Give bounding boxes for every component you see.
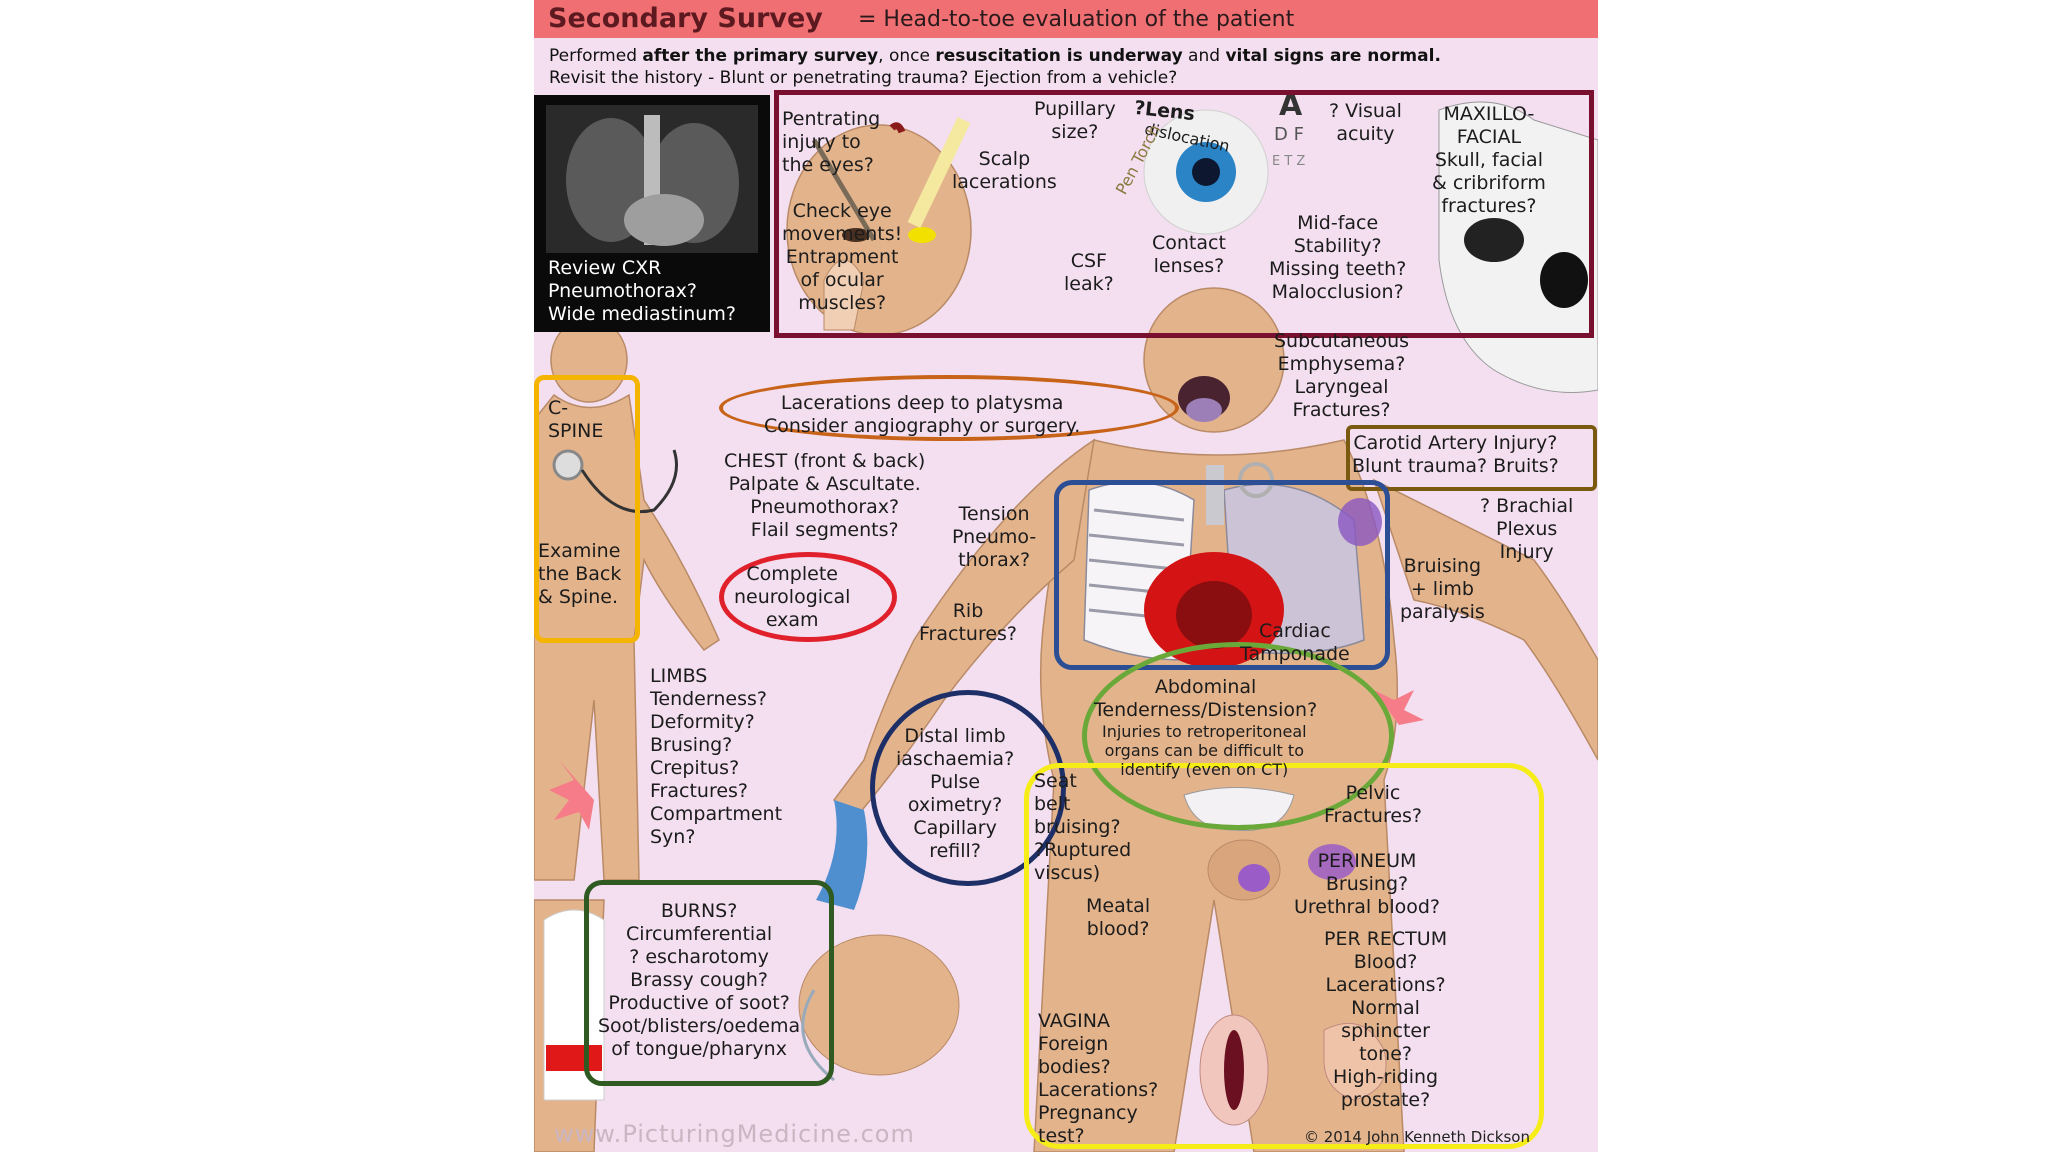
label-carotid: Carotid Artery Injury? Blunt trauma? Bru… [1352, 432, 1559, 477]
label-platysma: Lacerations deep to platysma Consider an… [764, 392, 1081, 437]
label-contact: Contact lenses? [1152, 232, 1226, 277]
label-meatal: Meatal blood? [1086, 895, 1151, 940]
cspine-box [534, 375, 640, 643]
neuro-ellipse [719, 552, 897, 642]
chest-xray-panel: Review CXR Pneumothorax? Wide mediastinu… [534, 95, 770, 332]
copyright: © 2014 John Kenneth Dickson [1304, 1128, 1530, 1146]
label-rib-fractures: Rib Fractures? [919, 600, 1018, 645]
header-bar: Secondary Survey = Head-to-toe evaluatio… [534, 0, 1598, 38]
abdomen-ellipse [1082, 642, 1394, 830]
intro-line-1: Performed after the primary survey, once… [549, 46, 1441, 66]
label-visual-acuity: ? Visual acuity [1329, 100, 1402, 145]
label-subcutaneous: Subcutaneous Emphysema? Laryngeal Fractu… [1274, 330, 1410, 421]
secondary-survey-poster: A D F E T Z Secondary Survey = Head-to-t… [534, 0, 1598, 1152]
label-neuro: Complete neurological exam [734, 563, 851, 631]
label-burns: BURNS? Circumferential ? escharotomy Bra… [598, 900, 801, 1060]
label-vagina: VAGINA Foreign bodies? Lacerations? Preg… [1038, 1010, 1159, 1147]
label-cspine: C- SPINE [548, 397, 604, 442]
label-pupillary: Pupillary size? [1034, 98, 1116, 143]
label-penetrating-eye: Pentrating injury to the eyes? [782, 108, 881, 176]
watermark: www.PicturingMedicine.com [554, 1120, 915, 1148]
chest-xray-image [546, 105, 758, 253]
body-illustration: A D F E T Z [534, 88, 1598, 1152]
label-distal: Distal limb iaschaemia? Pulse oximetry? … [896, 725, 1015, 862]
label-scalp: Scalp lacerations [952, 148, 1057, 193]
label-perineum: PERINEUM Brusing? Urethral blood? [1294, 850, 1440, 918]
label-bruising-paralysis: Bruising + limb paralysis [1400, 555, 1485, 623]
label-cardiac-tamponade: Cardiac Tamponade [1240, 620, 1350, 665]
intro-line-2: Revisit the history - Blunt or penetrati… [549, 68, 1178, 88]
svg-text:D F: D F [1274, 124, 1304, 145]
distal-circle [870, 690, 1066, 886]
pelvis-box [1024, 763, 1544, 1149]
label-eye-movements: Check eye movements! Entrapment of ocula… [782, 200, 903, 314]
label-midface: Mid-face Stability? Missing teeth? Maloc… [1269, 212, 1407, 303]
label-abdomen-title: Abdominal Tenderness/Distension? [1094, 676, 1318, 721]
label-seatbelt: Seat belt bruising? ?Ruptured viscus) [1034, 770, 1132, 884]
label-csf: CSF leak? [1064, 250, 1114, 295]
page-subtitle: = Head-to-toe evaluation of the patient [858, 7, 1295, 32]
label-tension-pneumothorax: Tension Pneumo- thorax? [952, 503, 1037, 571]
label-abdomen-detail: Injuries to retroperitoneal organs can b… [1102, 722, 1307, 779]
carotid-box [1346, 425, 1597, 491]
chest-organs [1083, 462, 1382, 668]
label-limbs: LIMBS Tenderness? Deformity? Brusing? Cr… [650, 665, 783, 848]
label-per-rectum: PER RECTUM Blood? Lacerations? Normal sp… [1324, 928, 1448, 1111]
page-title: Secondary Survey [548, 3, 823, 34]
label-pelvic-fractures: Pelvic Fractures? [1324, 782, 1423, 827]
platysma-ellipse [719, 375, 1179, 441]
label-maxillofacial: MAXILLO- FACIAL Skull, facial & cribrifo… [1432, 103, 1546, 217]
svg-text:E T Z: E T Z [1272, 154, 1305, 169]
xray-caption: Review CXR Pneumothorax? Wide mediastinu… [548, 257, 736, 325]
burns-box [584, 880, 834, 1086]
label-back-spine: Examine the Back & Spine. [538, 540, 622, 608]
label-brachial: ? Brachial Plexus Injury [1480, 495, 1574, 563]
label-chest: CHEST (front & back) Palpate & Ascultate… [724, 450, 926, 541]
head-exam-box [774, 90, 1594, 338]
